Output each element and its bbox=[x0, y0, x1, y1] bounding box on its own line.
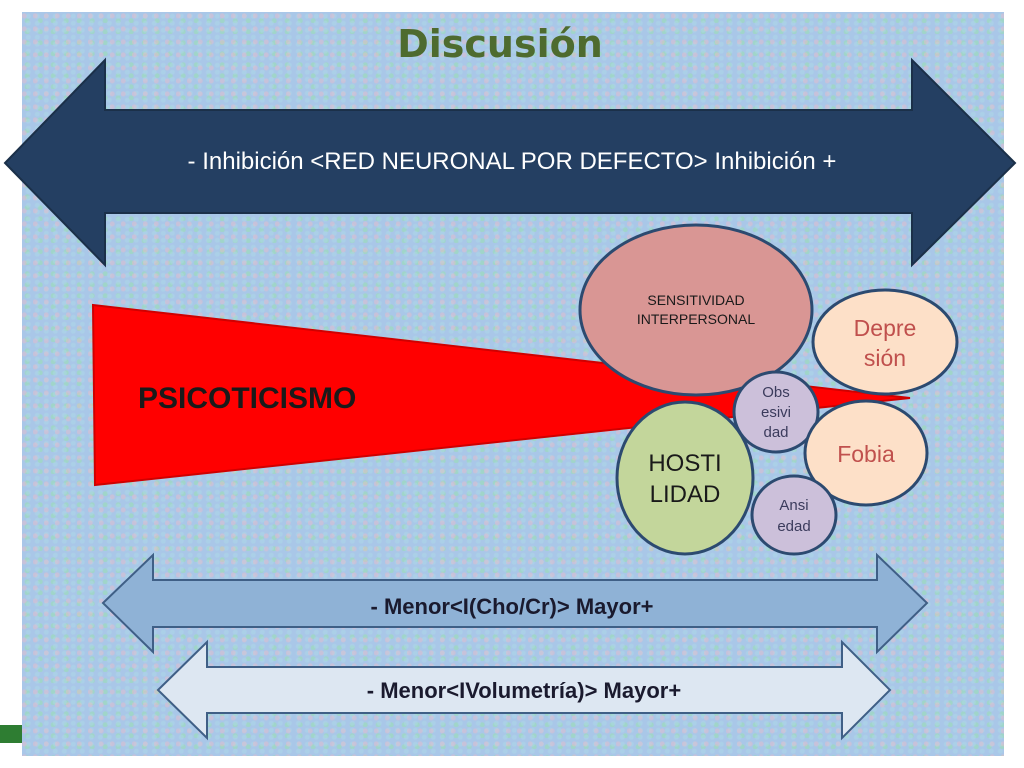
psicoticismo-label: PSICOTICISMO bbox=[138, 382, 357, 415]
depresion-line-2: sión bbox=[863, 345, 907, 371]
slide-title: Discusión bbox=[397, 22, 603, 66]
ansiedad-line-2: edad bbox=[777, 518, 811, 535]
bottom-arrow-label: - Menor<IVolumetría)> Mayor+ bbox=[366, 678, 682, 703]
obsesividad-bubble bbox=[732, 370, 820, 454]
hostilidad-line-1: HOSTI bbox=[648, 450, 722, 477]
hostilidad-line-2: LIDAD bbox=[649, 481, 721, 508]
psicoticismo-wedge bbox=[91, 303, 911, 487]
left-margin bbox=[0, 0, 22, 768]
middle-arrow-label: - Menor<I(Cho/Cr)> Mayor+ bbox=[370, 594, 654, 619]
ansiedad-line-1: Ansi bbox=[779, 497, 809, 514]
cho-cr-double-arrow bbox=[101, 552, 929, 655]
sensitividad-line-2: INTERPERSONAL bbox=[636, 311, 756, 327]
depresion-bubble bbox=[811, 288, 959, 396]
hostilidad-bubble bbox=[615, 400, 755, 556]
hostilidad-label: HOSTI LIDAD bbox=[617, 447, 753, 511]
footer-accent-bar bbox=[0, 725, 28, 743]
depresion-label: Depre sión bbox=[813, 312, 957, 374]
sensitividad-interpersonal-bubble bbox=[578, 223, 814, 397]
fobia-label: Fobia bbox=[837, 440, 895, 467]
depresion-line-1: Depre bbox=[853, 315, 917, 341]
obsesividad-label: Obs esivi dad bbox=[734, 382, 818, 444]
ansiedad-label: Ansi edad bbox=[752, 494, 836, 538]
sensitividad-line-1: SENSITIVIDAD bbox=[647, 292, 745, 308]
red-neuronal-double-arrow bbox=[3, 57, 1017, 268]
obsesividad-line-2: esivi bbox=[760, 404, 791, 421]
fobia-bubble bbox=[803, 399, 929, 507]
top-arrow-label: - Inhibición <RED NEURONAL POR DEFECTO> … bbox=[187, 148, 837, 175]
ansiedad-bubble bbox=[750, 474, 838, 556]
volumetria-double-arrow bbox=[156, 639, 892, 741]
obsesividad-line-3: dad bbox=[763, 424, 789, 441]
sensitividad-label: SENSITIVIDAD INTERPERSONAL bbox=[580, 290, 812, 330]
obsesividad-line-1: Obs bbox=[762, 384, 790, 401]
